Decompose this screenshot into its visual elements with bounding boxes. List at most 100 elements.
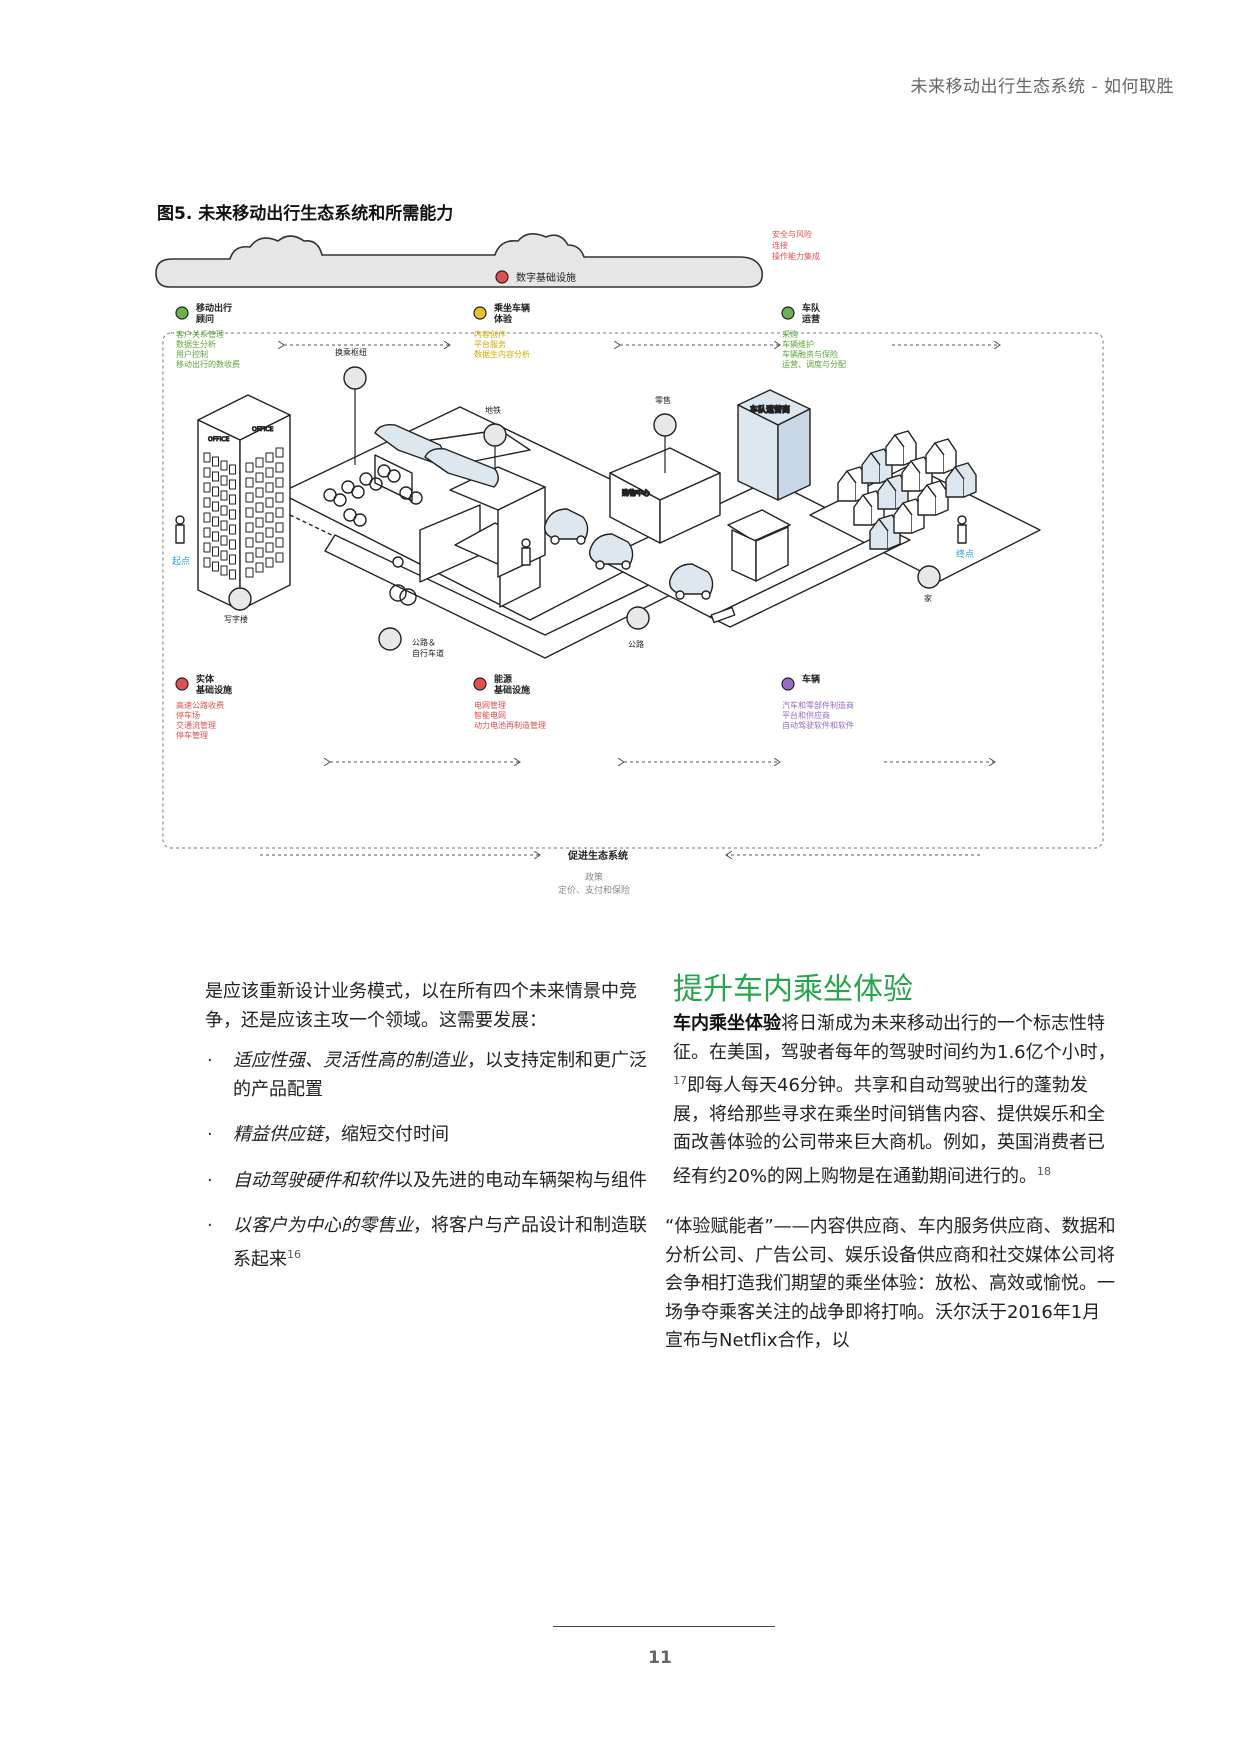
office-window (255, 472, 264, 483)
capability-term: 适应性强、灵活性高的制造业 (233, 1050, 467, 1071)
node-item: 自动驾驶软件和软件 (782, 720, 854, 730)
office-window (275, 462, 284, 473)
node-item: 用户控制 (176, 349, 208, 359)
pin-road-bike-label: 公路＆ (412, 637, 436, 647)
capability-term: 精益供应链 (233, 1124, 323, 1145)
capability-item: ·适应性强、灵活性高的制造业，以支持定制和更广泛的产品配置 (205, 1047, 650, 1104)
capability-item: ·自动驾驶硬件和软件以及先进的电动车辆架构与组件 (205, 1167, 650, 1196)
cloud-shape (155, 233, 764, 288)
pin-road-label: 公路 (628, 639, 644, 649)
node-title: 顾问 (196, 313, 214, 325)
node-title: 体验 (494, 313, 513, 325)
ecosystem-label: 促进生态系统 (567, 849, 628, 862)
node-title: 车辆 (802, 673, 820, 685)
office-window (255, 532, 264, 543)
fleet-sign: 车队运营商 (750, 404, 790, 414)
office-window (255, 517, 264, 528)
office-window (229, 464, 236, 475)
paragraph-2: “体验赋能者”——内容供应商、车内服务供应商、数据和分析公司、广告公司、娱乐设备… (665, 1216, 1116, 1351)
car-wheel (595, 560, 605, 570)
bike-wheel (409, 491, 423, 505)
office-window (245, 552, 254, 563)
cloud-note: 操作能力集成 (772, 251, 820, 261)
office-window (220, 490, 228, 501)
charging-pad-icon (710, 606, 736, 624)
document-header: 未来移动出行生态系统 - 如何取胜 (910, 77, 1174, 97)
pin-road-bike (378, 627, 402, 651)
capability-item: ·精益供应链，缩短交付时间 (205, 1121, 650, 1150)
capability-item: ·以客户为中心的零售业，将客户与产品设计和制造联系起来16 (205, 1212, 650, 1274)
node-item: 交通流管理 (176, 720, 216, 730)
ecosystem-pricing: 定价、支付和保险 (558, 884, 630, 896)
office-window (265, 542, 274, 553)
pin-hub (343, 366, 367, 390)
office-window (255, 457, 264, 468)
office-window (275, 552, 284, 563)
car-wheel (675, 590, 685, 600)
ecosystem-frame (162, 332, 1104, 849)
office-window (265, 512, 274, 523)
node-title: 运营 (802, 313, 820, 325)
node-item: 内容创作 (474, 329, 506, 339)
node-title: 移动出行 (196, 302, 232, 314)
office-window (212, 546, 219, 557)
car-wheel (576, 535, 586, 545)
office-window (255, 487, 264, 498)
car-wheel (621, 560, 631, 570)
pin-office-label: 写字楼 (224, 614, 248, 624)
node-status-dot (175, 677, 189, 691)
end-label: 终点 (956, 548, 974, 560)
pin-subway (483, 423, 507, 447)
office-window (275, 447, 284, 458)
bike-wheel (351, 485, 365, 499)
node-item: 数据生分析 (176, 339, 216, 349)
office-window (203, 557, 211, 568)
office-window (220, 505, 228, 516)
bike-wheel (353, 513, 367, 527)
pin-hub-label: 换乘枢纽 (335, 347, 367, 357)
node-title: 基础设施 (195, 684, 232, 696)
office-window (229, 539, 236, 550)
office-window (255, 547, 264, 558)
office-window (203, 512, 211, 523)
office-window (220, 565, 228, 576)
node-status-dot (781, 677, 795, 691)
node-item: 移动出行的数收费 (176, 359, 240, 369)
office-window (203, 452, 211, 463)
capability-term: 以客户为中心的零售业 (233, 1215, 413, 1236)
office-window (212, 516, 219, 527)
office-window (275, 492, 284, 503)
office-window (275, 477, 284, 488)
node-status-dot (781, 306, 795, 320)
left-column: 是应该重新设计业务模式，以在所有四个未来情景中竞争，还是应该主攻一个领域。这需要… (205, 978, 650, 1291)
node-title: 乘坐车辆 (493, 302, 530, 314)
footnote-17: 17 (673, 1074, 687, 1087)
office-window (255, 562, 264, 573)
paragraph-1: 车内乘坐体验将日渐成为未来移动出行的一个标志性特征。在美国，驾驶者每年的驾驶时间… (673, 1013, 1116, 1187)
office-window (229, 569, 236, 580)
office-window (245, 537, 254, 548)
bike-wheel (369, 477, 383, 491)
office-window (212, 486, 219, 497)
office-window (229, 479, 236, 490)
office-window (220, 475, 228, 486)
office-window (203, 542, 211, 553)
office-window (275, 522, 284, 533)
node-item: 客户关系管理 (176, 329, 224, 339)
office-window (229, 509, 236, 520)
office-window (255, 502, 264, 513)
pin-office (228, 587, 252, 611)
node-status-dot (473, 677, 487, 691)
office-window (275, 537, 284, 548)
office-sign: OFFICE (208, 436, 230, 443)
office-window (229, 554, 236, 565)
office-window (212, 531, 219, 542)
pin-road (626, 606, 650, 630)
office-window (212, 561, 219, 572)
office-window (245, 477, 254, 488)
page-number: 11 (648, 1648, 672, 1668)
node-item: 平台和供应商 (782, 710, 830, 720)
car-icon (589, 533, 634, 565)
node-title: 能源 (494, 673, 512, 685)
pin-road-bike-label-2: 自行车道 (412, 648, 444, 658)
